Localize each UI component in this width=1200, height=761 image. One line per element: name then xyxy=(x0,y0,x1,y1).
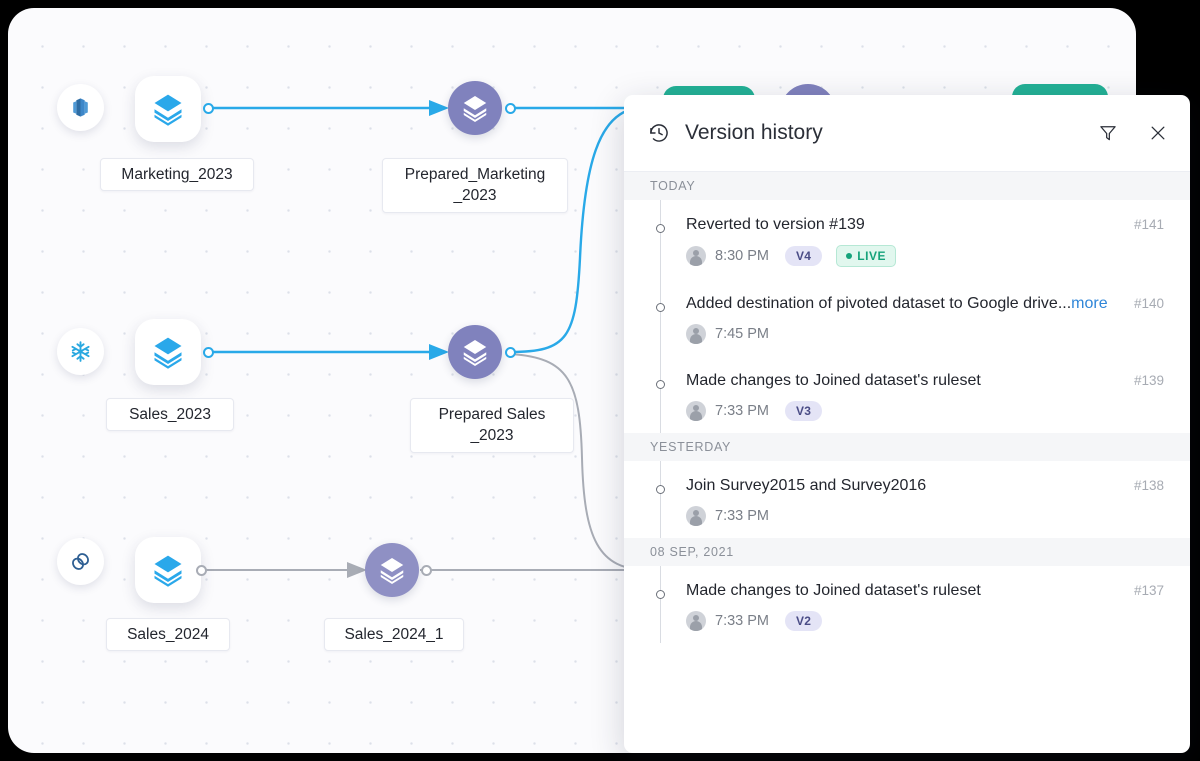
prepared-node-sales-2024-1[interactable] xyxy=(365,543,419,597)
entry-time: 7:33 PM xyxy=(715,508,769,524)
dataset-label-marketing-2023: Marketing_2023 xyxy=(100,158,254,192)
prepared-label-sales: Prepared Sales _2023 xyxy=(410,398,574,453)
redshift-icon xyxy=(73,98,88,117)
live-badge: LIVE xyxy=(836,245,896,267)
entry-title: Made changes to Joined dataset's ruleset xyxy=(686,372,1164,390)
version-entry[interactable]: #138 Join Survey2015 and Survey2016 7:33 P… xyxy=(624,461,1190,538)
panel-title: Version history xyxy=(685,121,823,144)
version-number: #140 xyxy=(1133,296,1164,311)
avatar xyxy=(686,324,706,344)
day-separator: 08 SEP, 2021 xyxy=(624,538,1190,566)
entry-title: Reverted to version #139 xyxy=(686,216,1164,234)
version-badge: V2 xyxy=(785,611,823,631)
link-prepared-sales-to-sales2024 xyxy=(510,353,649,571)
layers-icon xyxy=(380,558,404,584)
entry-title-text: Made changes to Joined dataset's ruleset xyxy=(686,582,981,599)
timeline-rail xyxy=(660,566,662,643)
arrow-head xyxy=(347,562,367,578)
entry-meta: 7:45 PM xyxy=(686,324,1164,344)
version-badge: V3 xyxy=(785,401,823,421)
day-separator: YESTERDAY xyxy=(624,433,1190,461)
redshift-source[interactable] xyxy=(57,84,104,131)
live-dot xyxy=(846,253,853,259)
close-icon[interactable] xyxy=(1148,123,1168,143)
port-prepared-sales-out[interactable] xyxy=(505,347,516,358)
entry-meta: 8:30 PM V4 LIVE xyxy=(686,245,1164,267)
prepared-node-sales[interactable] xyxy=(448,325,502,379)
version-badge: V4 xyxy=(785,246,823,266)
version-list[interactable]: TODAY #141 Reverted to version #139 8:30 PM… xyxy=(624,172,1190,753)
dataset-node-sales-2024[interactable] xyxy=(135,537,201,603)
entry-time: 8:30 PM xyxy=(715,248,769,264)
prepared-label-sales-2024-1: Sales_2024_1 xyxy=(324,618,464,652)
timeline-rail xyxy=(660,200,662,433)
prepared-node-marketing[interactable] xyxy=(448,81,502,135)
version-number: #141 xyxy=(1133,217,1164,232)
entry-title-text: Made changes to Joined dataset's ruleset xyxy=(686,372,981,389)
day-group: #138 Join Survey2015 and Survey2016 7:33 P… xyxy=(624,461,1190,538)
day-group: #141 Reverted to version #139 8:30 PM V4 LIV… xyxy=(624,200,1190,433)
day-group: #137 Made changes to Joined dataset's rul… xyxy=(624,566,1190,643)
entry-time: 7:45 PM xyxy=(715,326,769,342)
version-entry[interactable]: #141 Reverted to version #139 8:30 PM V4 LIV… xyxy=(624,200,1190,279)
timeline-dot xyxy=(656,303,665,312)
arrow-head xyxy=(429,100,449,116)
entry-time: 7:33 PM xyxy=(715,613,769,629)
entry-title-text: Added destination of pivoted dataset to … xyxy=(686,295,1072,312)
entry-title-text: Reverted to version #139 xyxy=(686,216,865,233)
timeline-rail xyxy=(660,461,662,538)
avatar xyxy=(686,246,706,266)
layers-icon xyxy=(463,340,487,366)
port-sales2024-1-out[interactable] xyxy=(421,565,432,576)
layers-icon xyxy=(154,555,182,587)
filter-icon[interactable] xyxy=(1098,123,1118,143)
live-label: LIVE xyxy=(857,249,886,263)
timeline-dot xyxy=(656,590,665,599)
entry-time: 7:33 PM xyxy=(715,403,769,419)
avatar xyxy=(686,611,706,631)
timeline-dot xyxy=(656,485,665,494)
link-icon xyxy=(72,553,89,570)
layers-icon xyxy=(463,96,487,122)
arrow-head xyxy=(429,344,449,360)
port-sales2024-out[interactable] xyxy=(196,565,207,576)
entry-title-text: Join Survey2015 and Survey2016 xyxy=(686,477,927,494)
dataset-label-sales-2023: Sales_2023 xyxy=(106,398,234,432)
entry-title: Join Survey2015 and Survey2016 xyxy=(686,477,1164,495)
entry-meta: 7:33 PM V2 xyxy=(686,611,1164,631)
version-entry[interactable]: #137 Made changes to Joined dataset's rul… xyxy=(624,566,1190,643)
timeline-dot xyxy=(656,380,665,389)
entry-meta: 7:33 PM xyxy=(686,506,1164,526)
layers-icon xyxy=(154,337,182,369)
version-number: #139 xyxy=(1133,373,1164,388)
panel-header: Version history xyxy=(624,95,1190,172)
timeline-dot xyxy=(656,224,665,233)
dataset-node-marketing-2023[interactable] xyxy=(135,76,201,142)
link-source[interactable] xyxy=(57,538,104,585)
prepared-label-marketing: Prepared_Marketing _2023 xyxy=(382,158,568,213)
port-prepared-marketing-out[interactable] xyxy=(505,103,516,114)
snowflake-icon xyxy=(71,341,90,362)
entry-title: Made changes to Joined dataset's ruleset xyxy=(686,582,1164,600)
snowflake-source[interactable] xyxy=(57,328,104,375)
version-number: #138 xyxy=(1133,478,1164,493)
port-marketing-out[interactable] xyxy=(203,103,214,114)
avatar xyxy=(686,401,706,421)
day-separator: TODAY xyxy=(624,172,1190,200)
version-entry[interactable]: #139 Made changes to Joined dataset's rul… xyxy=(624,356,1190,433)
link-prepared-sales-to-join xyxy=(509,106,641,354)
dataset-node-sales-2023[interactable] xyxy=(135,319,201,385)
entry-title: Added destination of pivoted dataset to … xyxy=(686,295,1164,313)
version-entry[interactable]: #140 Added destination of pivoted dataset… xyxy=(624,279,1190,356)
history-clock-icon xyxy=(648,122,670,144)
layers-icon xyxy=(154,94,182,126)
port-sales2023-out[interactable] xyxy=(203,347,214,358)
entry-meta: 7:33 PM V3 xyxy=(686,401,1164,421)
avatar xyxy=(686,506,706,526)
more-link[interactable]: more xyxy=(1071,295,1108,312)
version-history-panel: Version history TODAY #141 Reverted to ver… xyxy=(624,95,1190,753)
version-number: #137 xyxy=(1133,583,1164,598)
dataset-label-sales-2024: Sales_2024 xyxy=(106,618,230,652)
